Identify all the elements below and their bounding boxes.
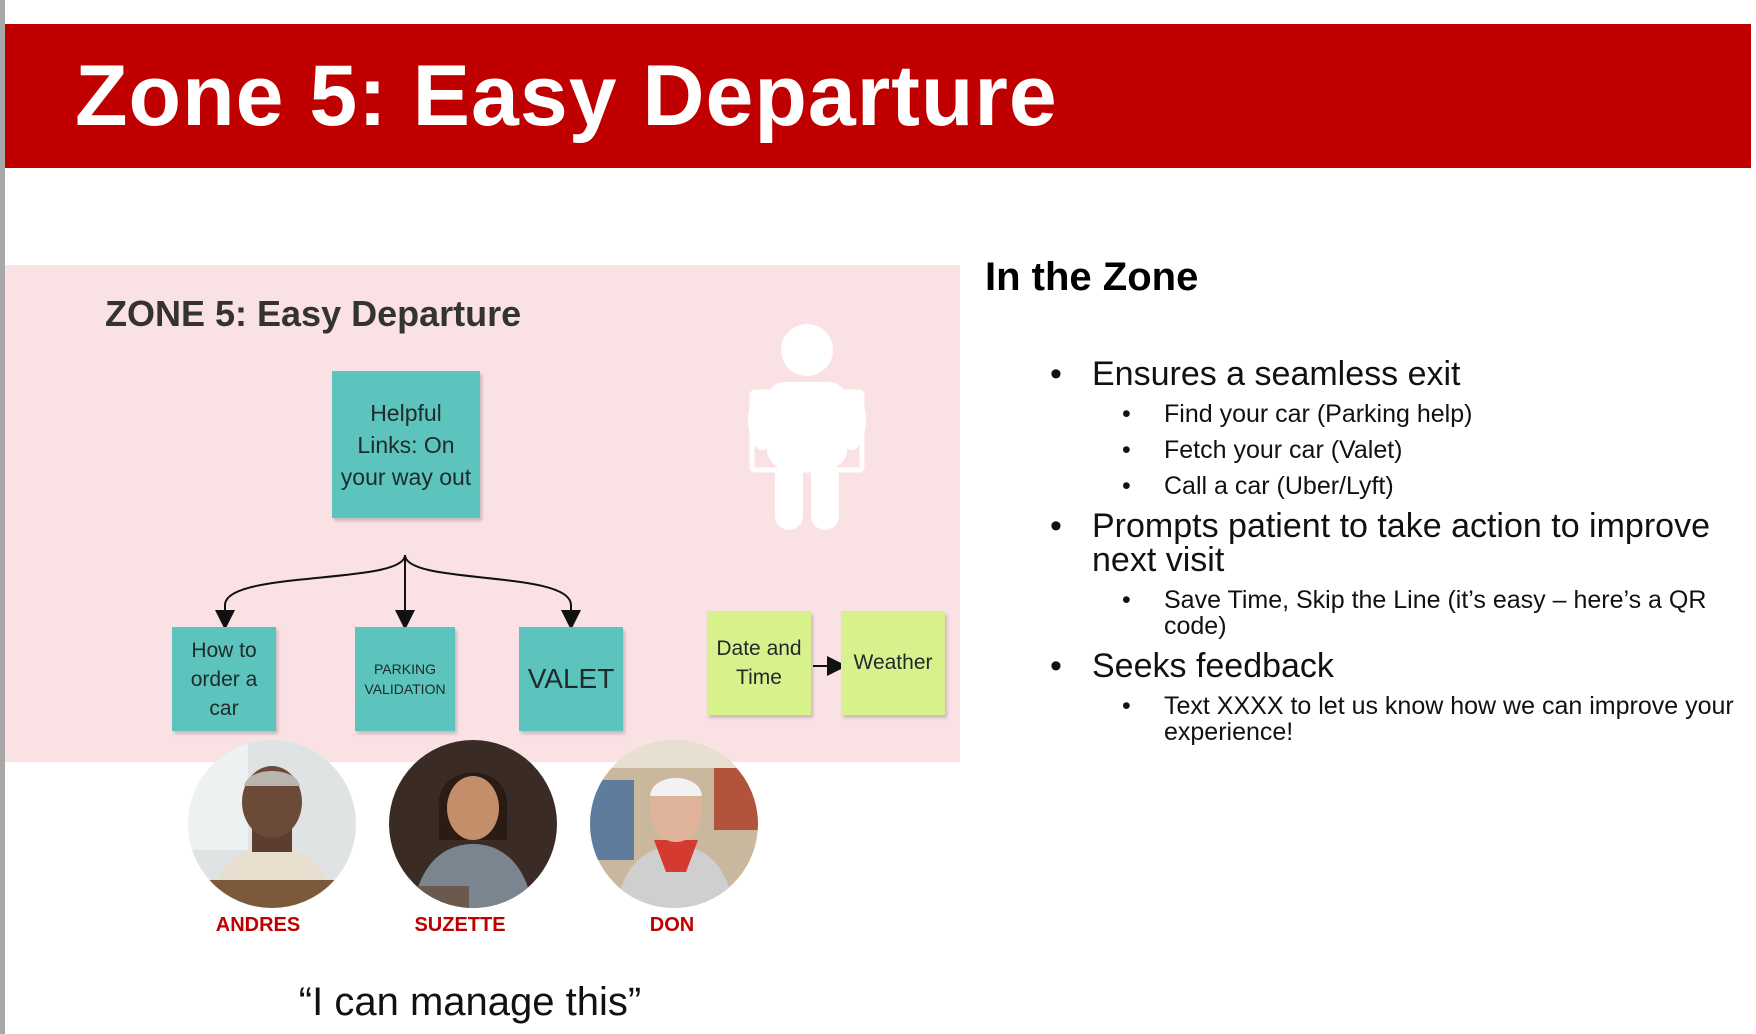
title-bar: Zone 5: Easy Departure <box>5 24 1751 168</box>
note-order-car: How to order a car <box>172 627 276 731</box>
connector-to-valet <box>404 554 581 630</box>
persona-quote: “I can manage this” <box>298 980 642 1024</box>
persona-name-suzette: SUZETTE <box>414 914 506 936</box>
diagram-connectors <box>215 554 847 676</box>
note-weather-text: Weather <box>853 651 933 674</box>
bullet-prompts-action: Prompts patient to take action to improv… <box>1050 509 1740 577</box>
slide-title: Zone 5: Easy Departure <box>75 48 1058 144</box>
note-date-time-text: Date and Time <box>716 637 802 689</box>
avatar-andres-icon <box>188 740 356 908</box>
connector-to-order-car <box>215 554 406 630</box>
diagram-title: ZONE 5: Easy Departure <box>105 293 522 334</box>
note-helpful-links: Helpful Links: On your way out <box>332 371 480 518</box>
exit-arrow-icon <box>766 402 844 438</box>
exit-sign-text: EXIT <box>783 438 832 463</box>
persona-photo-andres <box>188 740 356 908</box>
zone-bullet-list: Ensures a seamless exit Find your car (P… <box>1050 357 1740 755</box>
note-valet: VALET <box>519 627 623 731</box>
bullet-seeks-feedback: Seeks feedback <box>1050 649 1740 683</box>
note-helpful-links-text: Helpful Links: On your way out <box>340 399 472 490</box>
avatar-suzette-icon <box>389 740 557 908</box>
avatar-don-icon <box>590 740 758 908</box>
note-order-car-text: How to order a car <box>190 638 258 720</box>
sub-bullet-save-time: Save Time, Skip the Line (it’s easy – he… <box>1050 587 1740 639</box>
zone-diagram: ZONE 5: Easy Departure Helpful Links: On… <box>5 265 960 762</box>
note-parking-validation: PARKING VALIDATION <box>355 627 455 731</box>
note-weather: Weather <box>841 611 945 715</box>
zone-heading: In the Zone <box>985 255 1199 299</box>
slide-left-border <box>0 0 5 1034</box>
bullet-seamless-exit: Ensures a seamless exit <box>1050 357 1740 391</box>
sub-bullet-fetch-car: Fetch your car (Valet) <box>1050 437 1740 463</box>
person-holding-exit-sign-icon: EXIT <box>748 324 866 530</box>
persona-name-andres: ANDRES <box>215 914 301 936</box>
persona-name-don: DON <box>649 914 695 936</box>
sub-bullet-call-car: Call a car (Uber/Lyft) <box>1050 473 1740 499</box>
note-valet-text: VALET <box>527 663 615 694</box>
persona-photo-suzette <box>389 740 557 908</box>
persona-photo-don <box>590 740 758 908</box>
note-date-time: Date and Time <box>707 611 811 715</box>
sub-bullet-text-feedback: Text XXXX to let us know how we can impr… <box>1050 693 1740 745</box>
sub-bullet-find-car: Find your car (Parking help) <box>1050 401 1740 427</box>
note-parking-text: PARKING VALIDATION <box>364 661 446 697</box>
